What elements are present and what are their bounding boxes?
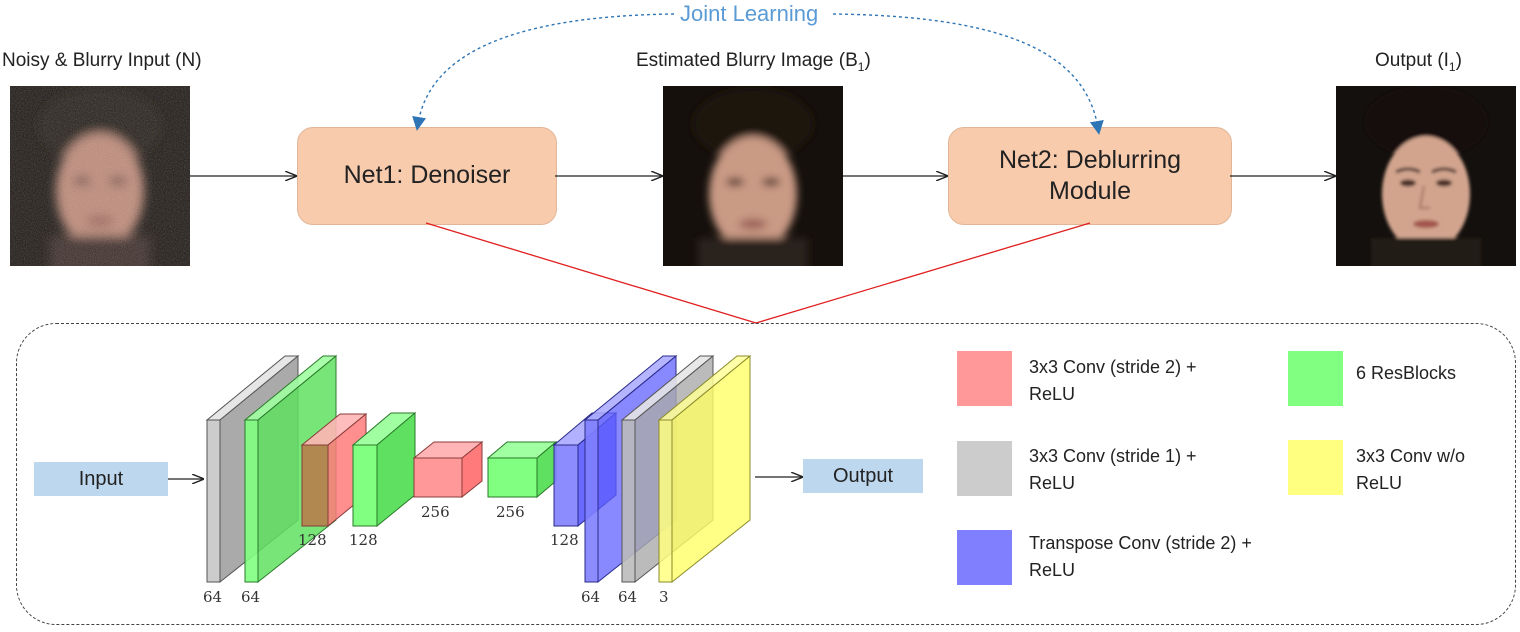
- net2-deblurring-box: Net2: Deblurring Module: [948, 127, 1232, 225]
- legend-swatch-conv1: [957, 441, 1012, 496]
- net2-label-line2: Module: [1049, 177, 1131, 205]
- dim-label-c1: 64: [203, 588, 222, 606]
- dim-label-c10: 3: [659, 588, 669, 606]
- output-image: [1336, 86, 1516, 266]
- dim-label-c7: 128: [550, 531, 579, 549]
- block-resblock-256: [486, 440, 558, 499]
- net1-label: Net1: Denoiser: [343, 161, 511, 190]
- dim-label-c5: 256: [421, 503, 450, 521]
- dim-label-c6: 256: [496, 503, 525, 521]
- red-line-net1: [425, 222, 757, 324]
- estimated-blurry-caption: Estimated Blurry Image (B1): [636, 50, 871, 74]
- estimated-blurry-image: [663, 86, 843, 266]
- architecture-panel: [16, 323, 1516, 625]
- legend-swatch-resblocks: [1288, 351, 1343, 406]
- arch-input-label: Input: [78, 467, 124, 490]
- legend-swatch-tconv: [957, 530, 1012, 585]
- legend-label-conv1: 3x3 Conv (stride 1) +ReLU: [1029, 446, 1197, 493]
- arch-output-label: Output: [832, 464, 894, 487]
- arch-output-box: Output: [803, 459, 923, 493]
- block-resblock-128: [351, 411, 417, 528]
- joint-arrow-right: [832, 13, 1104, 135]
- arch-input-box: Input: [34, 462, 168, 496]
- legend-swatch-conv2: [957, 351, 1012, 406]
- net1-denoiser-box: Net1: Denoiser: [297, 127, 557, 225]
- dim-label-c2: 64: [241, 588, 260, 606]
- legend-label-conv2: 3x3 Conv (stride 2) +ReLU: [1029, 357, 1197, 404]
- dim-label-c9: 64: [618, 588, 637, 606]
- legend-label-tconv: Transpose Conv (stride 2) +ReLU: [1029, 533, 1252, 580]
- red-line-net2: [755, 222, 1091, 324]
- input-caption: Noisy & Blurry Input (N): [2, 50, 202, 71]
- dim-label-c3: 128: [298, 531, 327, 549]
- joint-learning-label: Joint Learning: [680, 1, 819, 26]
- block-conv2-256: [412, 440, 484, 499]
- noisy-blurry-input-image: [10, 86, 190, 266]
- legend-swatch-convnorelu: [1288, 440, 1343, 495]
- block-conv-norelu-3: [657, 354, 752, 584]
- output-caption: Output (I1): [1375, 50, 1462, 74]
- dim-label-c4: 128: [349, 531, 378, 549]
- net2-label-line1: Net2: Deblurring: [998, 145, 1182, 174]
- dim-label-c8: 64: [581, 588, 600, 606]
- joint-arrow-left: [412, 13, 675, 131]
- legend-label-resblocks: 6 ResBlocks: [1356, 363, 1457, 383]
